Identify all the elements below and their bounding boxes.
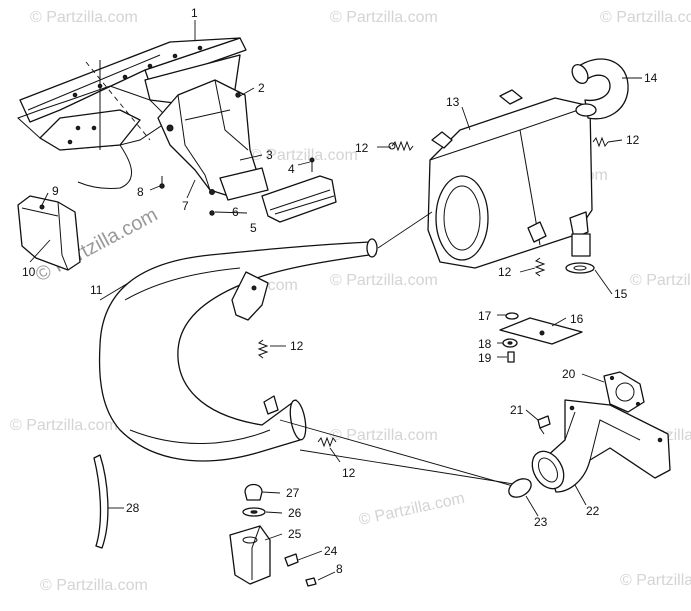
part-27-grommet [244, 483, 263, 501]
callout-10: 10 [22, 265, 36, 279]
leader-lines [29, 20, 642, 581]
callout-16: 16 [570, 312, 584, 326]
callout-8: 8 [137, 185, 144, 199]
watermark: © Partzilla.com [250, 147, 358, 164]
callout-12: 12 [342, 466, 356, 480]
callout-15: 15 [614, 287, 628, 301]
callout-1: 1 [191, 6, 198, 20]
callout-6: 6 [232, 205, 239, 219]
watermark: © Partzilla.com [30, 9, 138, 26]
callout-23: 23 [534, 515, 548, 529]
callout-11: 11 [90, 283, 103, 297]
callout-12: 12 [290, 339, 304, 353]
callout-28: 28 [126, 501, 140, 515]
part-21-bolt [537, 415, 551, 435]
watermark: © Partzilla.com [600, 9, 691, 26]
callout-14: 14 [644, 71, 658, 85]
part-28-strap [93, 454, 109, 549]
callout-12: 12 [626, 133, 640, 147]
part-25-bracket [229, 525, 271, 585]
part-18-washer [502, 338, 518, 348]
callout-18: 18 [478, 337, 492, 351]
callout-13: 13 [446, 95, 460, 109]
callout-labels: 1 2 3 4 5 6 7 8 9 10 11 12 12 12 12 12 1… [22, 6, 658, 576]
part-12-springs [257, 136, 609, 448]
part-15-grommet [565, 233, 595, 274]
watermark: © Partzilla.com [40, 577, 148, 594]
watermark: © Partzilla.com [330, 272, 438, 289]
watermark: © Partzilla.com [10, 417, 118, 434]
part-13-muffler [427, 89, 593, 269]
callout-19: 19 [478, 351, 492, 365]
callout-22: 22 [586, 504, 600, 518]
callout-7: 7 [182, 199, 189, 213]
part-4-bolt [309, 157, 315, 172]
watermark: © Partzilla.com [630, 272, 691, 289]
part-23-seal [508, 478, 532, 498]
callout-26: 26 [288, 506, 302, 520]
callout-24: 24 [324, 544, 338, 558]
callout-5: 5 [250, 221, 257, 235]
callout-12: 12 [498, 265, 512, 279]
part-20-gasket [603, 371, 645, 413]
part-19-bolt [507, 351, 515, 363]
part-7-bracket [157, 79, 269, 201]
part-8-nut [305, 577, 317, 587]
small-hardware [159, 92, 241, 216]
part-22-manifold [531, 399, 671, 493]
part-16-plate [499, 317, 583, 345]
part-10-shield [17, 195, 81, 271]
callout-25: 25 [288, 527, 302, 541]
callout-17: 17 [478, 309, 492, 323]
part-11-exhaust-pipe [98, 238, 378, 462]
watermark: © Partzilla.com [620, 572, 691, 589]
callout-12: 12 [355, 141, 369, 155]
callout-9: 9 [52, 184, 59, 198]
callout-2: 2 [258, 81, 265, 95]
watermark: © Partzilla.com [357, 490, 466, 529]
chassis-panel [17, 60, 171, 189]
part-26-washer [242, 507, 266, 517]
watermark: © Partzilla.com [330, 427, 438, 444]
part-17-washer [505, 312, 519, 320]
callout-4: 4 [288, 162, 295, 176]
watermark: © Partzilla.com [330, 9, 438, 26]
callout-21: 21 [510, 403, 524, 417]
callout-20: 20 [562, 367, 576, 381]
callout-8: 8 [336, 562, 343, 576]
callout-27: 27 [286, 486, 300, 500]
part-24-bolt [284, 553, 299, 567]
callout-3: 3 [266, 148, 273, 162]
watermark-layer: © Partzilla.com © Partzilla.com © Partzi… [10, 9, 691, 594]
part-5-shield [261, 175, 337, 223]
part-14-elbow-pipe [571, 58, 629, 120]
